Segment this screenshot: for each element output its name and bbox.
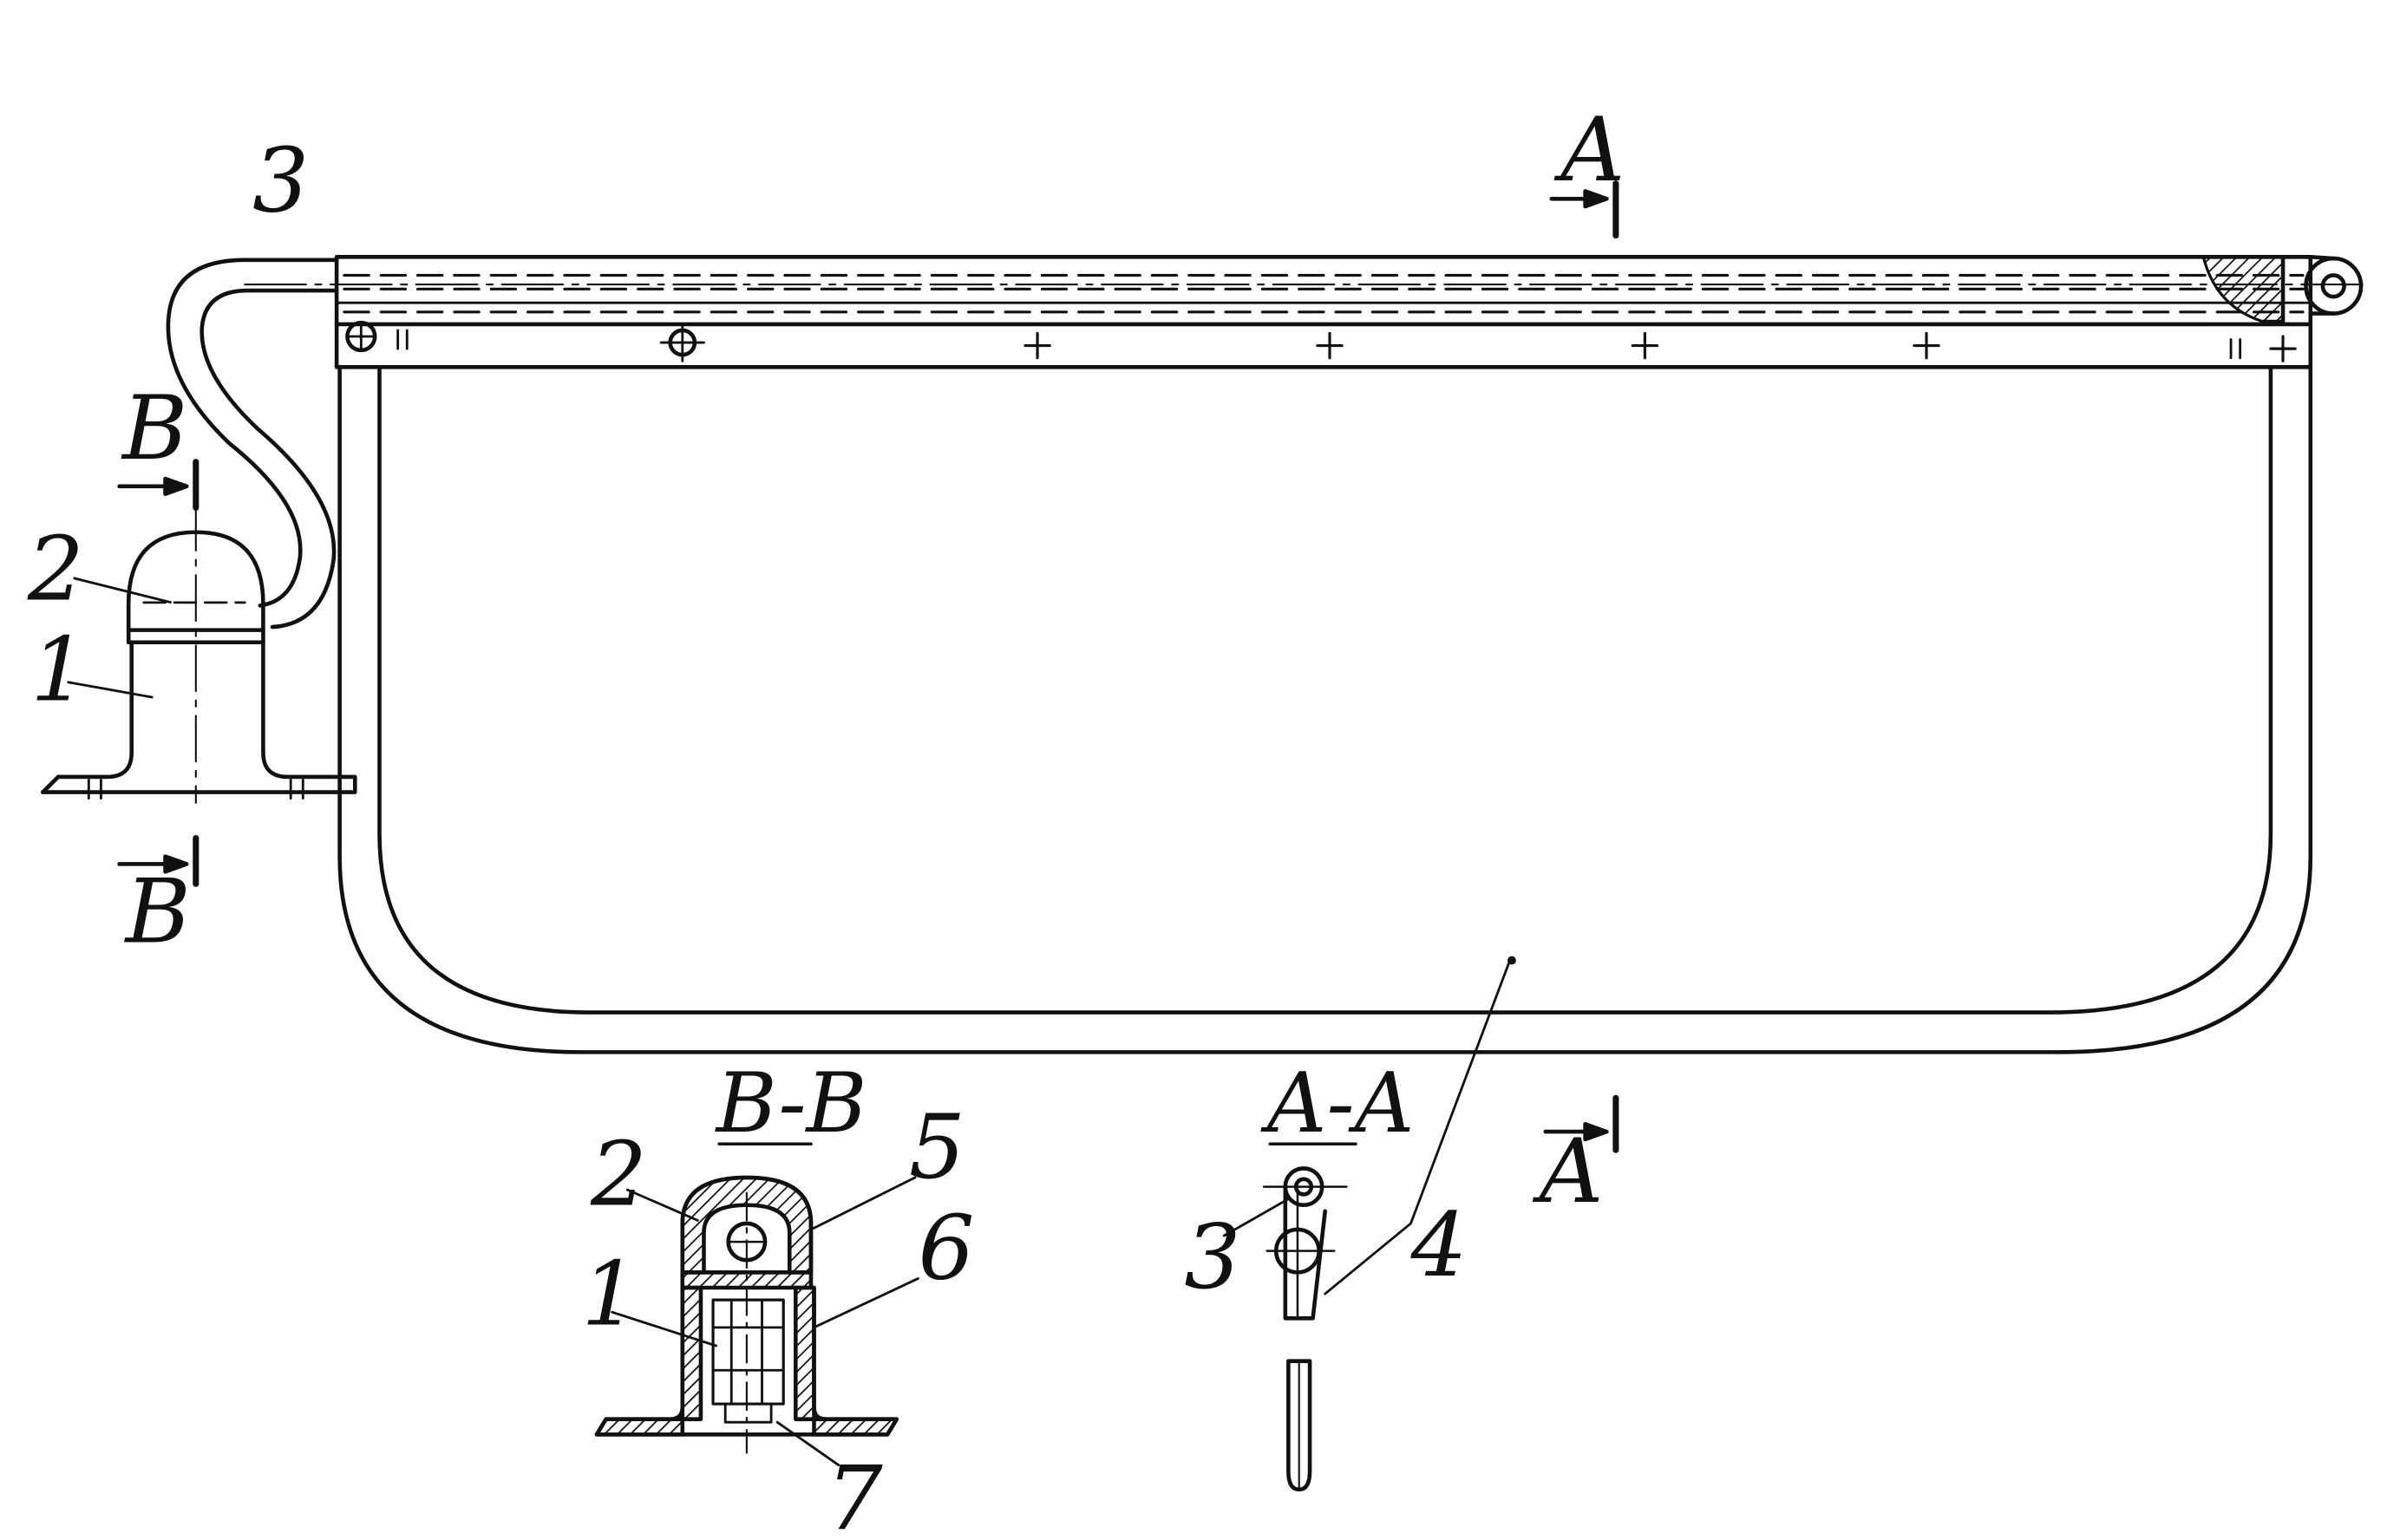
label-part-5: 5: [909, 1096, 965, 1199]
hoop-inner: [377, 364, 2273, 1015]
section-aa-title: A-A: [1260, 1056, 1415, 1152]
label-part-6: 6: [918, 1197, 974, 1300]
main-frame: [244, 255, 2373, 1054]
label-cut-b-bottom: B: [124, 860, 191, 963]
section-view-aa: [1222, 956, 1516, 1492]
label-cut-b-top: B: [121, 377, 187, 480]
section-mark-b: [117, 459, 199, 887]
label-part-2-section: 2: [590, 1124, 647, 1227]
label-cut-a-bottom: A: [1533, 1120, 1604, 1224]
label-part-1-section: 1: [581, 1243, 638, 1346]
section-bb-title: B-B: [715, 1056, 867, 1152]
label-cut-a-top: A: [1553, 99, 1625, 202]
label-part-1-main: 1: [30, 619, 87, 722]
rod-3: [166, 258, 339, 630]
bracket-assembly: [41, 503, 357, 804]
label-part-3-main: 3: [252, 129, 309, 232]
hoop-outer: [337, 364, 2313, 1054]
section-view-bb: [594, 1142, 919, 1466]
label-part-2-main: 2: [27, 518, 84, 621]
label-part-4: 4: [1410, 1194, 1468, 1297]
label-part-7: 7: [827, 1448, 883, 1540]
label-part-3-section: 3: [1184, 1206, 1240, 1309]
rod-end-eye: [2304, 256, 2364, 316]
body-1: [41, 640, 357, 794]
section-mark-a: [1543, 180, 1619, 1153]
